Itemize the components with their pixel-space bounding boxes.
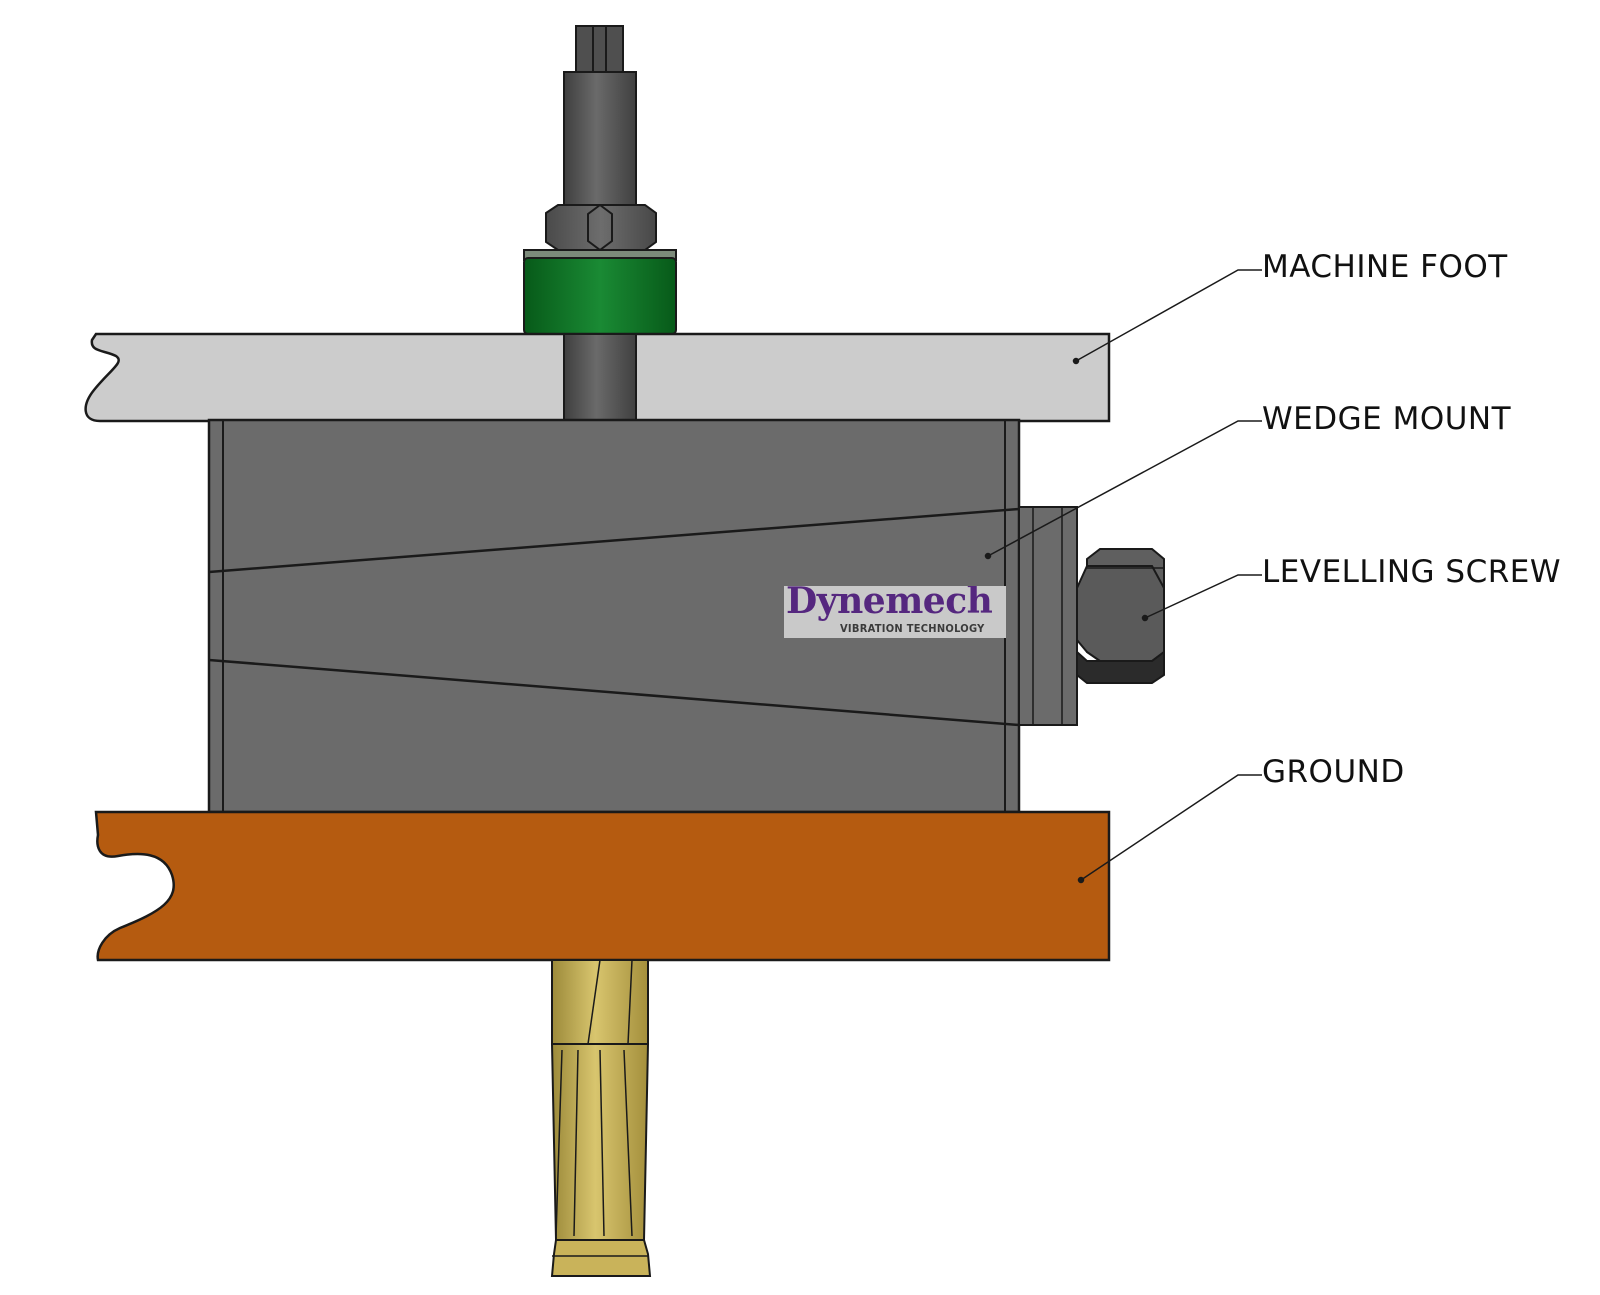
levelling-screw-head [1076,548,1165,684]
green-washer [523,249,677,335]
leader-levelling-screw [1144,574,1262,619]
logo-tagline: VIBRATION TECHNOLOGY [840,622,985,635]
leader-lines [984,269,1262,884]
leader-ground [1080,774,1262,881]
ground-slab [94,810,1111,962]
dynemech-logo: Dynemech VIBRATION TECHNOLOGY [784,586,1006,638]
label-wedge-mount: WEDGE MOUNT [1262,401,1512,437]
label-ground: GROUND [1262,754,1405,790]
logo-name: Dynemech [786,586,993,622]
anchor-bolt [550,959,652,1277]
label-machine-foot: MACHINE FOOT [1262,249,1508,285]
leader-wedge-mount [987,420,1262,557]
label-levelling-screw: LEVELLING SCREW [1262,554,1562,590]
hex-nut [545,204,657,251]
leader-machine-foot [1075,269,1262,362]
